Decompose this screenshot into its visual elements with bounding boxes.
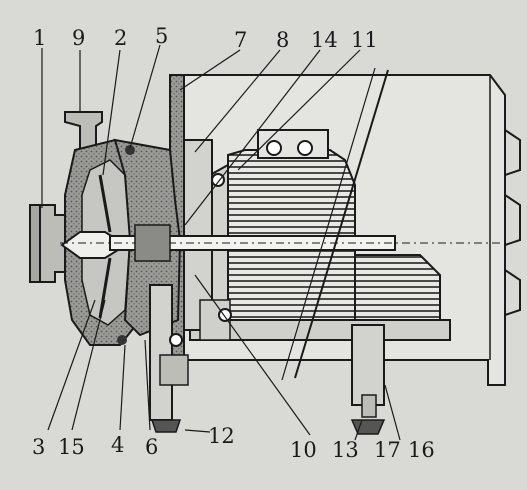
callout-12: 12 xyxy=(208,424,235,448)
pump-support xyxy=(149,284,189,433)
motor-support xyxy=(350,324,386,435)
callout-13: 13 xyxy=(332,438,359,462)
callout-5: 5 xyxy=(155,24,169,48)
callout-3: 3 xyxy=(32,435,46,459)
callout-9: 9 xyxy=(72,26,86,50)
callout-10: 10 xyxy=(290,438,317,462)
callout-15: 15 xyxy=(58,435,85,459)
leader-lines xyxy=(41,44,401,441)
pump-casing xyxy=(29,111,510,346)
callout-16: 16 xyxy=(408,438,435,462)
callout-1: 1 xyxy=(33,26,47,50)
callout-4: 4 xyxy=(111,433,125,457)
callout-8: 8 xyxy=(276,28,290,52)
callout-2: 2 xyxy=(114,26,128,50)
callout-6: 6 xyxy=(145,435,159,459)
callout-7: 7 xyxy=(234,28,248,52)
callout-17: 17 xyxy=(374,438,401,462)
callout-11: 11 xyxy=(351,28,378,52)
callout-14: 14 xyxy=(311,28,338,52)
